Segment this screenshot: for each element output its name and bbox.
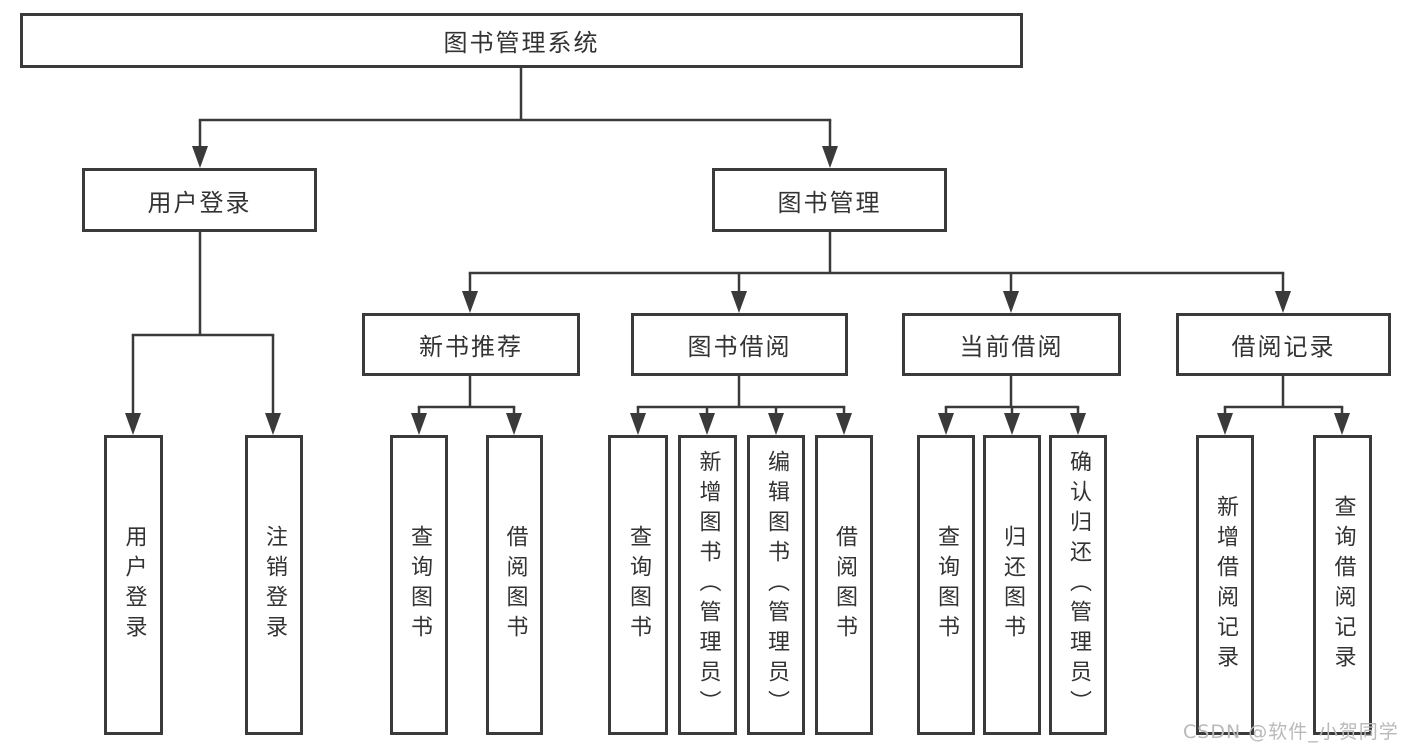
node-leaf-borrow-book-2-label: 借阅图书 (832, 525, 857, 645)
node-leaf-confirm-return-admin-label: 确认归还（管理员） (1066, 450, 1091, 720)
node-book-management: 图书管理 (712, 168, 947, 232)
node-leaf-query-book-1: 查询图书 (390, 435, 448, 735)
node-leaf-user-login-label: 用户登录 (121, 525, 147, 645)
node-leaf-query-book-2: 查询图书 (608, 435, 668, 735)
node-leaf-add-book-admin: 新增图书（管理员） (678, 435, 737, 735)
node-library-management-system: 图书管理系统 (20, 13, 1023, 68)
node-leaf-add-borrow-record: 新增借阅记录 (1196, 435, 1254, 735)
csdn-watermark: CSDN @软件_小贺同学 (1183, 721, 1399, 743)
node-leaf-edit-book-admin: 编辑图书（管理员） (747, 435, 805, 735)
node-leaf-query-borrow-record: 查询借阅记录 (1313, 435, 1372, 735)
node-leaf-return-book: 归还图书 (983, 435, 1041, 735)
node-leaf-borrow-book-1: 借阅图书 (486, 435, 543, 735)
node-leaf-edit-book-admin-label: 编辑图书（管理员） (764, 450, 789, 720)
node-book-borrowing: 图书借阅 (631, 313, 848, 376)
node-leaf-confirm-return-admin: 确认归还（管理员） (1049, 435, 1107, 735)
node-leaf-return-book-label: 归还图书 (1000, 525, 1025, 645)
node-leaf-user-login: 用户登录 (104, 435, 163, 735)
node-leaf-query-book-2-label: 查询图书 (626, 525, 651, 645)
node-leaf-borrow-book-2: 借阅图书 (815, 435, 873, 735)
node-user-login: 用户登录 (82, 168, 317, 232)
node-new-book-recommend: 新书推荐 (362, 313, 580, 376)
node-leaf-borrow-book-1-label: 借阅图书 (502, 525, 528, 645)
arrowheads (125, 146, 1350, 435)
node-leaf-logout-label: 注销登录 (262, 525, 287, 645)
node-leaf-logout: 注销登录 (245, 435, 303, 735)
node-leaf-add-borrow-record-label: 新增借阅记录 (1213, 495, 1238, 675)
node-leaf-query-book-1-label: 查询图书 (407, 525, 432, 645)
node-leaf-add-book-admin-label: 新增图书（管理员） (695, 450, 721, 720)
node-leaf-query-borrow-record-label: 查询借阅记录 (1330, 495, 1356, 675)
node-leaf-query-book-3-label: 查询图书 (934, 525, 959, 645)
node-current-borrowing: 当前借阅 (902, 313, 1121, 376)
node-borrowing-records: 借阅记录 (1176, 313, 1391, 376)
node-leaf-query-book-3: 查询图书 (917, 435, 975, 735)
